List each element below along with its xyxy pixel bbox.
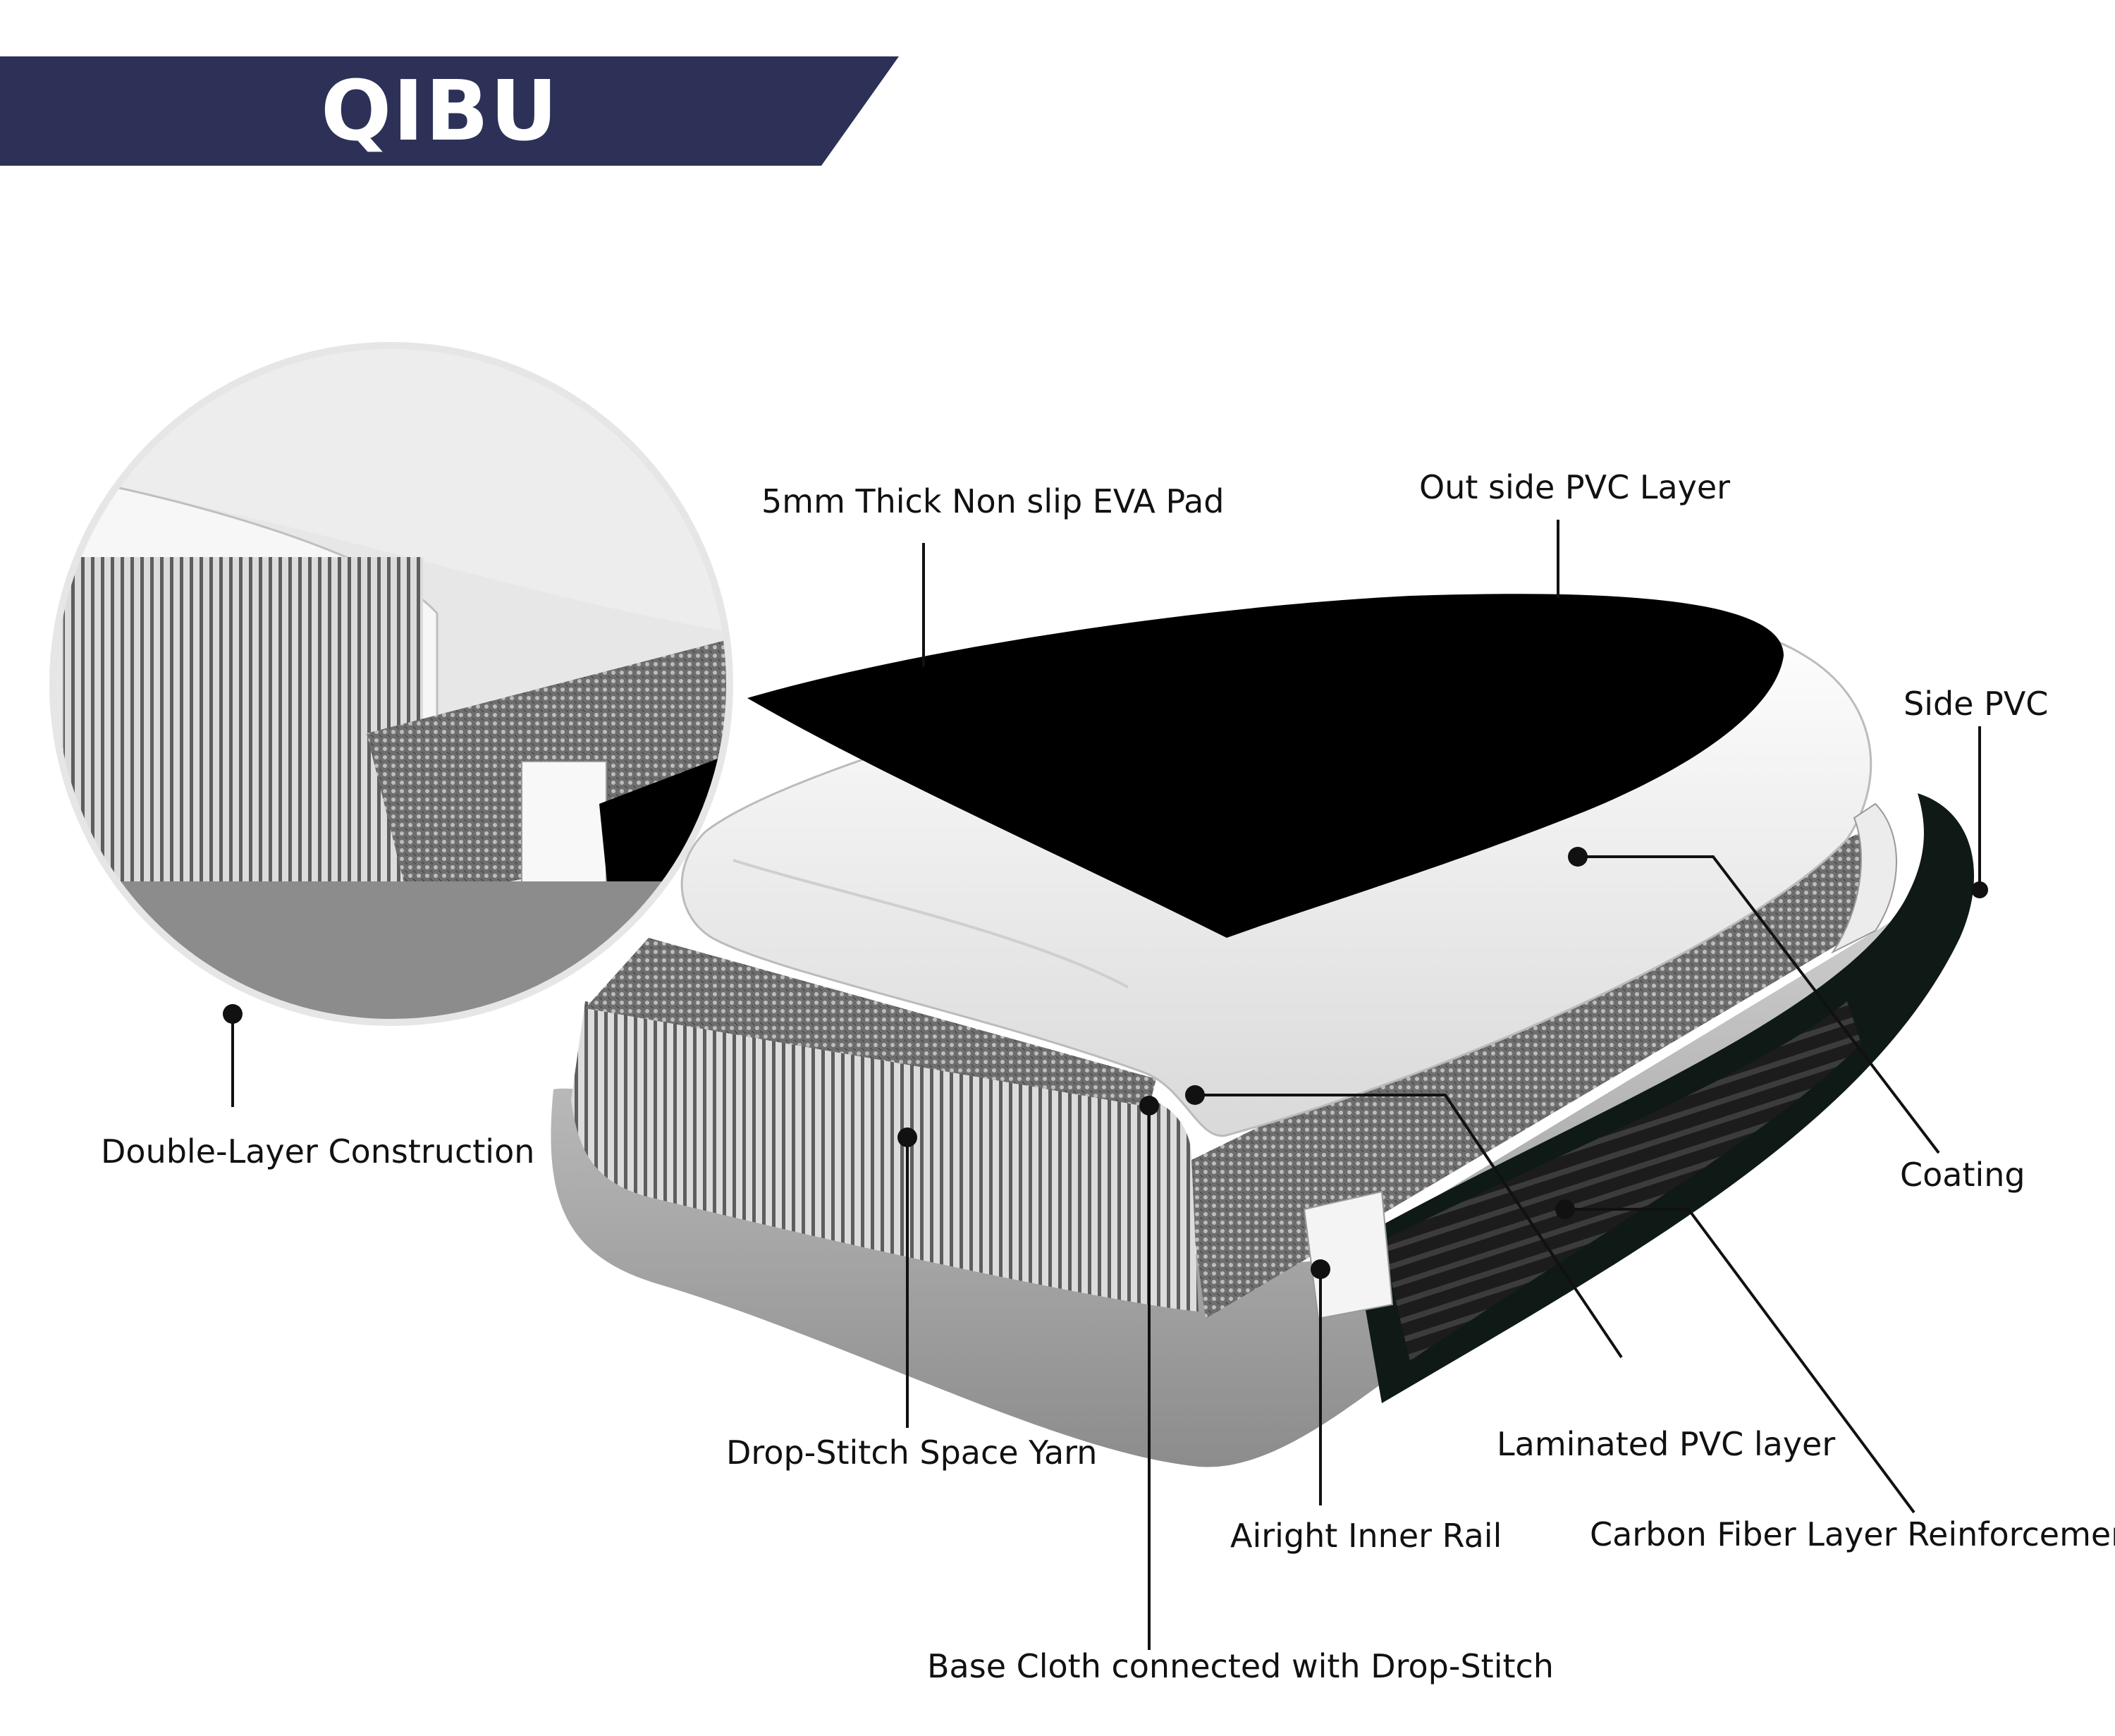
label-double-layer: Double-Layer Construction: [101, 1132, 535, 1170]
carbon-fiber-strip: [1382, 1001, 1861, 1361]
bottom-hull: [551, 888, 1946, 1467]
inner-rail: [1303, 1190, 1394, 1320]
label-eva-pad: 5mm Thick Non slip EVA Pad: [761, 482, 1225, 520]
label-coating: Coating: [1900, 1156, 2025, 1194]
label-base-cloth: Base Cloth connected with Drop-Stitch: [927, 1647, 1554, 1685]
eva-pad: [747, 594, 1784, 938]
zoom-detail: [53, 346, 730, 1022]
header-banner: [0, 56, 899, 166]
leader-dots: [223, 847, 1988, 1279]
brand-logo: QIBU: [321, 62, 559, 159]
label-laminated-pvc: Laminated PVC layer: [1497, 1425, 1836, 1463]
label-side-pvc: Side PVC: [1904, 685, 2049, 723]
drop-stitch-yarn-block: [571, 1001, 1198, 1312]
coating-band: [1831, 802, 1897, 954]
label-carbon-fiber: Carbon Fiber Layer Reinforcement: [1590, 1515, 2115, 1553]
label-outside-pvc: Out side PVC Layer: [1419, 468, 1731, 506]
label-drop-stitch-yarn: Drop-Stitch Space Yarn: [726, 1434, 1098, 1472]
zoom-circle-border: [49, 342, 733, 1026]
label-airtight-rail: Airight Inner Rail: [1230, 1517, 1502, 1555]
leader-lines: [231, 520, 1981, 1650]
